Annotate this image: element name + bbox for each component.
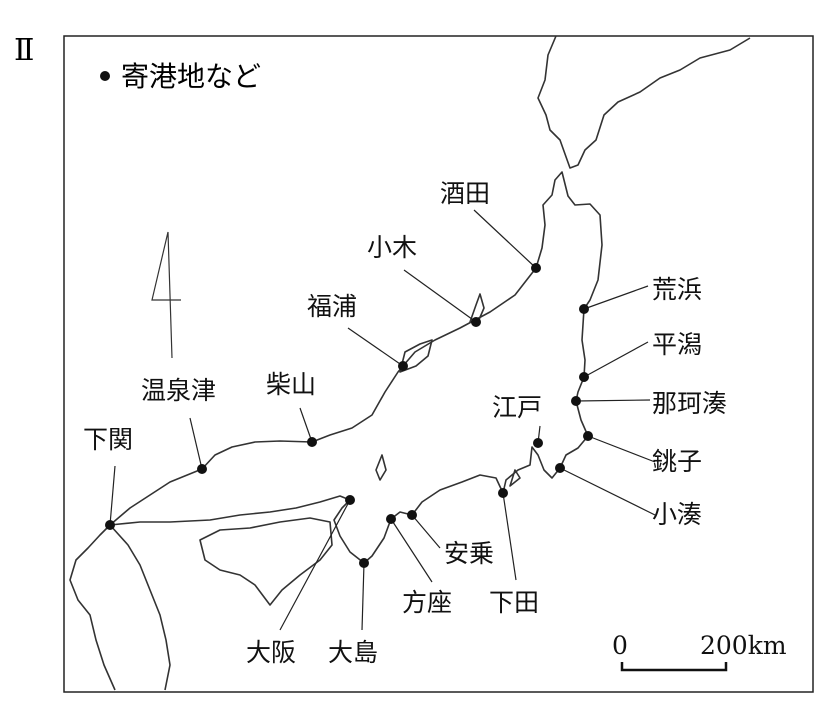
leader-line xyxy=(583,341,649,378)
port-label: 大島 xyxy=(328,638,378,667)
port-dot-icon xyxy=(471,317,481,327)
port-label: 下関 xyxy=(83,425,133,454)
leader-line xyxy=(473,209,537,269)
port-nakaminato: 那珂湊 xyxy=(571,389,727,418)
port-label: 下田 xyxy=(489,588,539,617)
port-hoza: 方座 xyxy=(386,514,452,617)
legend-label: 寄港地など xyxy=(121,60,261,93)
port-edo: 江戸 xyxy=(492,393,543,448)
port-oshima: 大島 xyxy=(328,558,378,667)
leader-line xyxy=(361,562,365,631)
port-arahama: 荒浜 xyxy=(579,275,702,314)
legend: 寄港地など xyxy=(100,60,261,93)
port-dot-icon xyxy=(105,520,115,530)
leader-line xyxy=(189,417,203,470)
port-dot-icon xyxy=(498,488,508,498)
leader-line xyxy=(559,467,656,516)
shikoku-coast xyxy=(199,517,333,606)
port-dot-icon xyxy=(533,438,543,448)
port-hirakata: 平潟 xyxy=(579,330,702,382)
map-frame xyxy=(63,35,814,693)
port-label: 小木 xyxy=(367,233,417,262)
port-dot-icon xyxy=(531,263,541,273)
port-label: 江戸 xyxy=(492,393,542,422)
port-label: 方座 xyxy=(402,588,452,617)
leader-line xyxy=(575,399,651,402)
port-label: 銚子 xyxy=(652,447,702,476)
port-dot-icon xyxy=(359,558,369,568)
legend-dot-icon xyxy=(100,71,110,81)
leader-line xyxy=(347,327,404,367)
port-dot-icon xyxy=(579,304,589,314)
north-arrow-icon xyxy=(151,231,181,359)
port-dot-icon xyxy=(307,437,317,447)
scale-bar-line xyxy=(620,662,728,672)
leader-line xyxy=(279,499,351,631)
port-choshi: 銚子 xyxy=(583,431,702,476)
hokkaido-coast xyxy=(537,35,751,169)
section-label: Ⅱ xyxy=(14,33,34,68)
port-dot-icon xyxy=(579,372,589,382)
leader-line xyxy=(390,518,433,583)
port-shimoda: 下田 xyxy=(489,488,539,617)
scale-bar: 0 200km xyxy=(612,631,787,672)
port-dot-icon xyxy=(583,431,593,441)
leader-line xyxy=(583,285,649,310)
port-dot-icon xyxy=(571,396,581,406)
port-dot-icon xyxy=(407,510,417,520)
port-label: 福浦 xyxy=(307,292,357,321)
port-label: 酒田 xyxy=(440,179,490,208)
awaji-island xyxy=(375,454,387,481)
port-osaka: 大阪 xyxy=(246,495,355,667)
scale-start-label: 0 xyxy=(612,631,628,660)
port-dot-icon xyxy=(386,514,396,524)
port-ogi: 小木 xyxy=(367,233,481,327)
coastlines xyxy=(69,35,751,691)
honshu-coast xyxy=(109,171,603,564)
port-shibayama: 柴山 xyxy=(266,370,317,447)
port-fukura: 福浦 xyxy=(307,292,408,371)
scale-end-label: 200km xyxy=(700,631,787,660)
port-label: 荒浜 xyxy=(652,275,702,304)
port-kominato: 小湊 xyxy=(555,463,702,529)
kyushu-coast xyxy=(69,524,171,691)
port-label: 小湊 xyxy=(652,500,702,529)
noto-peninsula xyxy=(399,339,433,373)
port-label: 大阪 xyxy=(246,638,296,667)
port-yunotsu: 温泉津 xyxy=(141,376,216,474)
port-label: 安乗 xyxy=(444,539,494,568)
port-label: 温泉津 xyxy=(141,376,216,405)
port-anori: 安乗 xyxy=(407,510,494,568)
port-dot-icon xyxy=(555,463,565,473)
port-sakata: 酒田 xyxy=(440,179,541,273)
port-label: 那珂湊 xyxy=(652,389,727,418)
leader-line xyxy=(502,492,517,581)
leader-line xyxy=(411,514,441,549)
leader-line xyxy=(403,269,477,323)
izu-peninsula xyxy=(509,469,521,487)
port-shimonoseki: 下関 xyxy=(83,425,133,530)
port-label: 柴山 xyxy=(266,370,316,399)
leader-line xyxy=(299,407,313,443)
port-label: 平潟 xyxy=(652,330,702,359)
leader-line xyxy=(587,435,656,463)
port-dot-icon xyxy=(197,464,207,474)
port-dot-icon xyxy=(398,361,408,371)
port-dot-icon xyxy=(345,495,355,505)
leader-line xyxy=(109,465,116,526)
